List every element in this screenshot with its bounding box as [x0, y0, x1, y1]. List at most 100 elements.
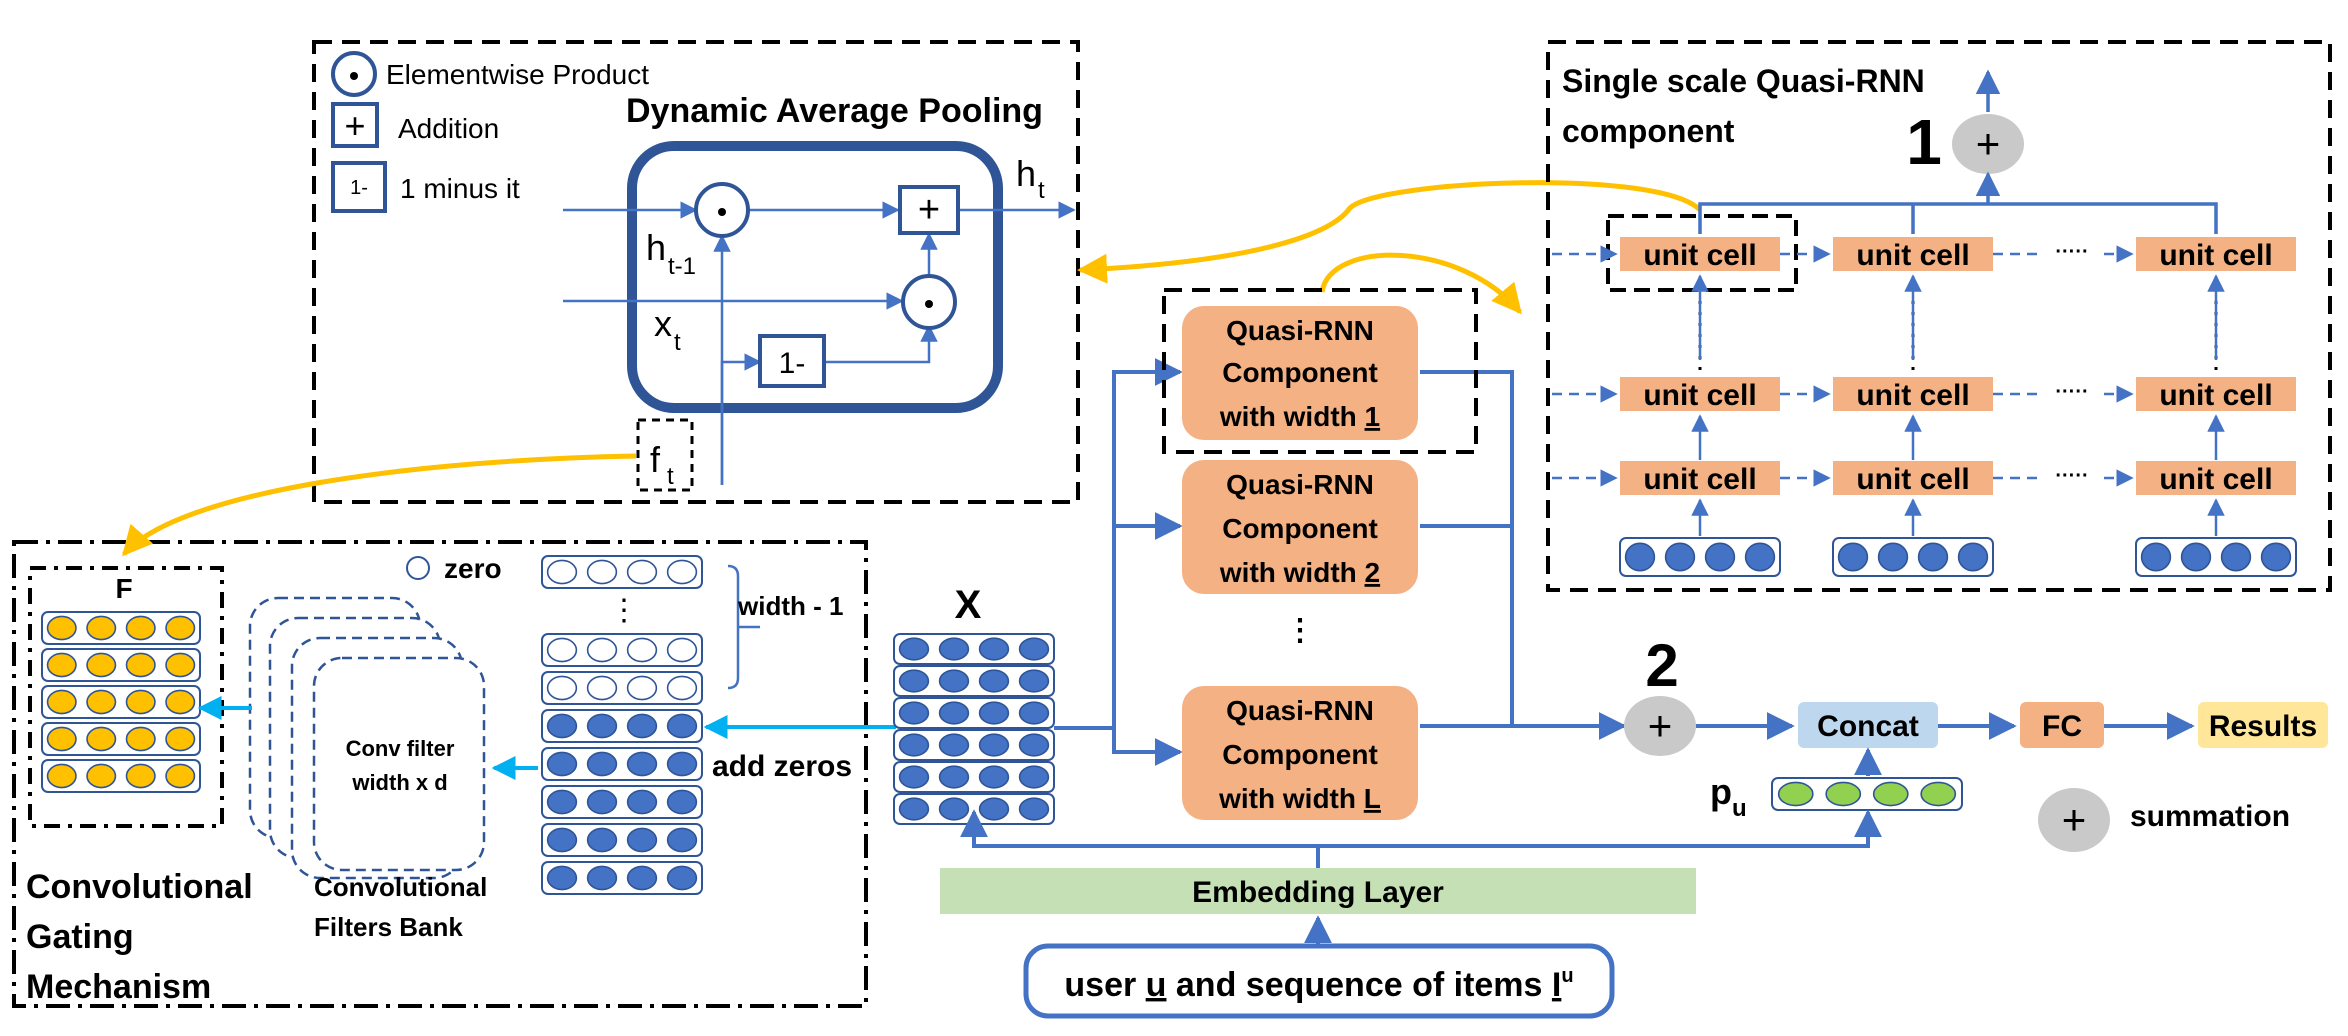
conv-filter-text-2: width x d	[351, 770, 447, 795]
svg-text:Component: Component	[1222, 357, 1378, 388]
svg-text:Concat: Concat	[1817, 710, 1919, 743]
svg-text:h: h	[1016, 153, 1036, 194]
unit-input-vector-dot	[2220, 542, 2252, 572]
padded-data-row-dot	[546, 713, 578, 739]
unit-cell: unit cell	[2136, 461, 2296, 496]
x-row-dot	[978, 669, 1010, 693]
padded-data-row	[541, 785, 703, 819]
unit-input-vector-dot	[1877, 542, 1909, 572]
f-matrix-row-dot	[125, 689, 156, 715]
unit-cell-label: unit cell	[1643, 463, 1756, 496]
svg-text:Quasi-RNN: Quasi-RNN	[1226, 469, 1374, 500]
unit-input-vector	[1619, 537, 1781, 577]
x-row	[893, 697, 1055, 729]
user-input-box	[1023, 943, 1615, 1019]
width-minus-one-label: width - 1	[737, 591, 843, 621]
x-row-dot	[898, 733, 930, 757]
padded-data-row-dot	[666, 751, 698, 777]
padded-data-row	[541, 823, 703, 857]
padded-data-row-dot	[626, 827, 658, 853]
f-matrix-row-dot	[86, 652, 117, 678]
embedding-layer-label: Embedding Layer	[1192, 876, 1444, 909]
padded-data-row-dot	[586, 713, 618, 739]
x-row-dot	[1018, 637, 1050, 661]
zero-row-dot	[626, 637, 658, 663]
padded-data-row	[541, 861, 703, 895]
pooling-product-node-2	[901, 274, 957, 330]
zero-row-dot	[586, 637, 618, 663]
x-row-dot	[1018, 797, 1050, 821]
f-matrix	[41, 611, 201, 793]
unit-cell-label: unit cell	[2159, 463, 2272, 496]
row-hdots: ·····	[2055, 381, 2088, 403]
unit-cell-label: unit cell	[1856, 379, 1969, 412]
one-minus-icon	[331, 161, 387, 213]
results-box: Results	[2198, 702, 2328, 748]
svg-text:t: t	[1038, 177, 1045, 204]
x-row-dot	[938, 765, 970, 789]
f-matrix-frame	[28, 566, 224, 828]
unit-cell: unit cell	[2136, 377, 2296, 412]
zero-row	[541, 633, 703, 667]
x-row-dot	[938, 797, 970, 821]
f-matrix-row	[41, 759, 201, 793]
components-vdots: ⋮	[1285, 614, 1315, 647]
svg-text:Results: Results	[2209, 710, 2317, 743]
unit-cell: unit cell	[1620, 237, 1780, 272]
padded-data-row-dot	[666, 827, 698, 853]
x-row-dot	[1018, 669, 1050, 693]
zero-row-dot	[586, 675, 618, 701]
number-1-label: 1	[1906, 106, 1942, 178]
summation-legend-label: summation	[2130, 800, 2290, 833]
unit-cell-label: unit cell	[1643, 239, 1756, 272]
f-matrix-row-dot	[46, 726, 77, 752]
p-u-dot-row	[1771, 777, 1963, 811]
padded-data-row-dot	[586, 827, 618, 853]
gating-frame	[12, 540, 868, 1008]
f-matrix-row-dot	[165, 726, 196, 752]
filters-bank-label-2: Filters Bank	[314, 912, 463, 942]
svg-text:+: +	[918, 189, 940, 231]
f-matrix-row-dot	[86, 763, 117, 789]
unit-input-vector-dot	[1917, 542, 1949, 572]
legend-elementwise-product-label: Elementwise Product	[386, 59, 649, 90]
svg-text:t-1: t-1	[668, 253, 696, 280]
padded-data-row-dot	[586, 751, 618, 777]
x-row-dot	[898, 669, 930, 693]
f-matrix-row-dot	[125, 652, 156, 678]
component-1-dashed-frame	[1162, 288, 1478, 454]
gating-title-line1: Convolutional	[26, 868, 253, 906]
embedding-layer-box	[940, 868, 1696, 914]
unit-input-vector-dot	[1744, 542, 1776, 572]
conv-filter-text-1: Conv filter	[346, 736, 455, 761]
x-row	[893, 761, 1055, 793]
svg-text:x: x	[654, 303, 672, 344]
output-summation-node: +	[1624, 696, 1696, 756]
svg-text:t: t	[674, 329, 681, 356]
padded-data-row-dot	[626, 751, 658, 777]
row-hdots: ·····	[2055, 241, 2088, 263]
f-matrix-row-dot	[125, 615, 156, 641]
legend-addition-label: Addition	[398, 113, 499, 144]
x-row-dot	[978, 765, 1010, 789]
x-row-dot	[898, 637, 930, 661]
svg-text:1-: 1-	[350, 177, 368, 199]
x-row-dot	[938, 637, 970, 661]
x-row-dot	[978, 797, 1010, 821]
unit-cell-label: unit cell	[1643, 379, 1756, 412]
unit-input-vector	[1832, 537, 1994, 577]
p-u-dot-row-dot	[1872, 781, 1909, 807]
x-row-dot	[898, 797, 930, 821]
x-row-dot	[978, 637, 1010, 661]
pooling-addition-node: +	[898, 185, 960, 235]
padded-data-row-dot	[626, 865, 658, 891]
zero-row-dot	[626, 559, 658, 585]
f-matrix-row-dot	[86, 615, 117, 641]
width-brace	[727, 564, 740, 690]
fc-box: FC	[2020, 702, 2104, 748]
f-matrix-label: F	[115, 573, 132, 604]
zero-label: zero	[444, 553, 502, 584]
svg-text:f: f	[650, 439, 661, 480]
zero-row-dot	[546, 559, 578, 585]
x-row-dot	[1018, 701, 1050, 725]
